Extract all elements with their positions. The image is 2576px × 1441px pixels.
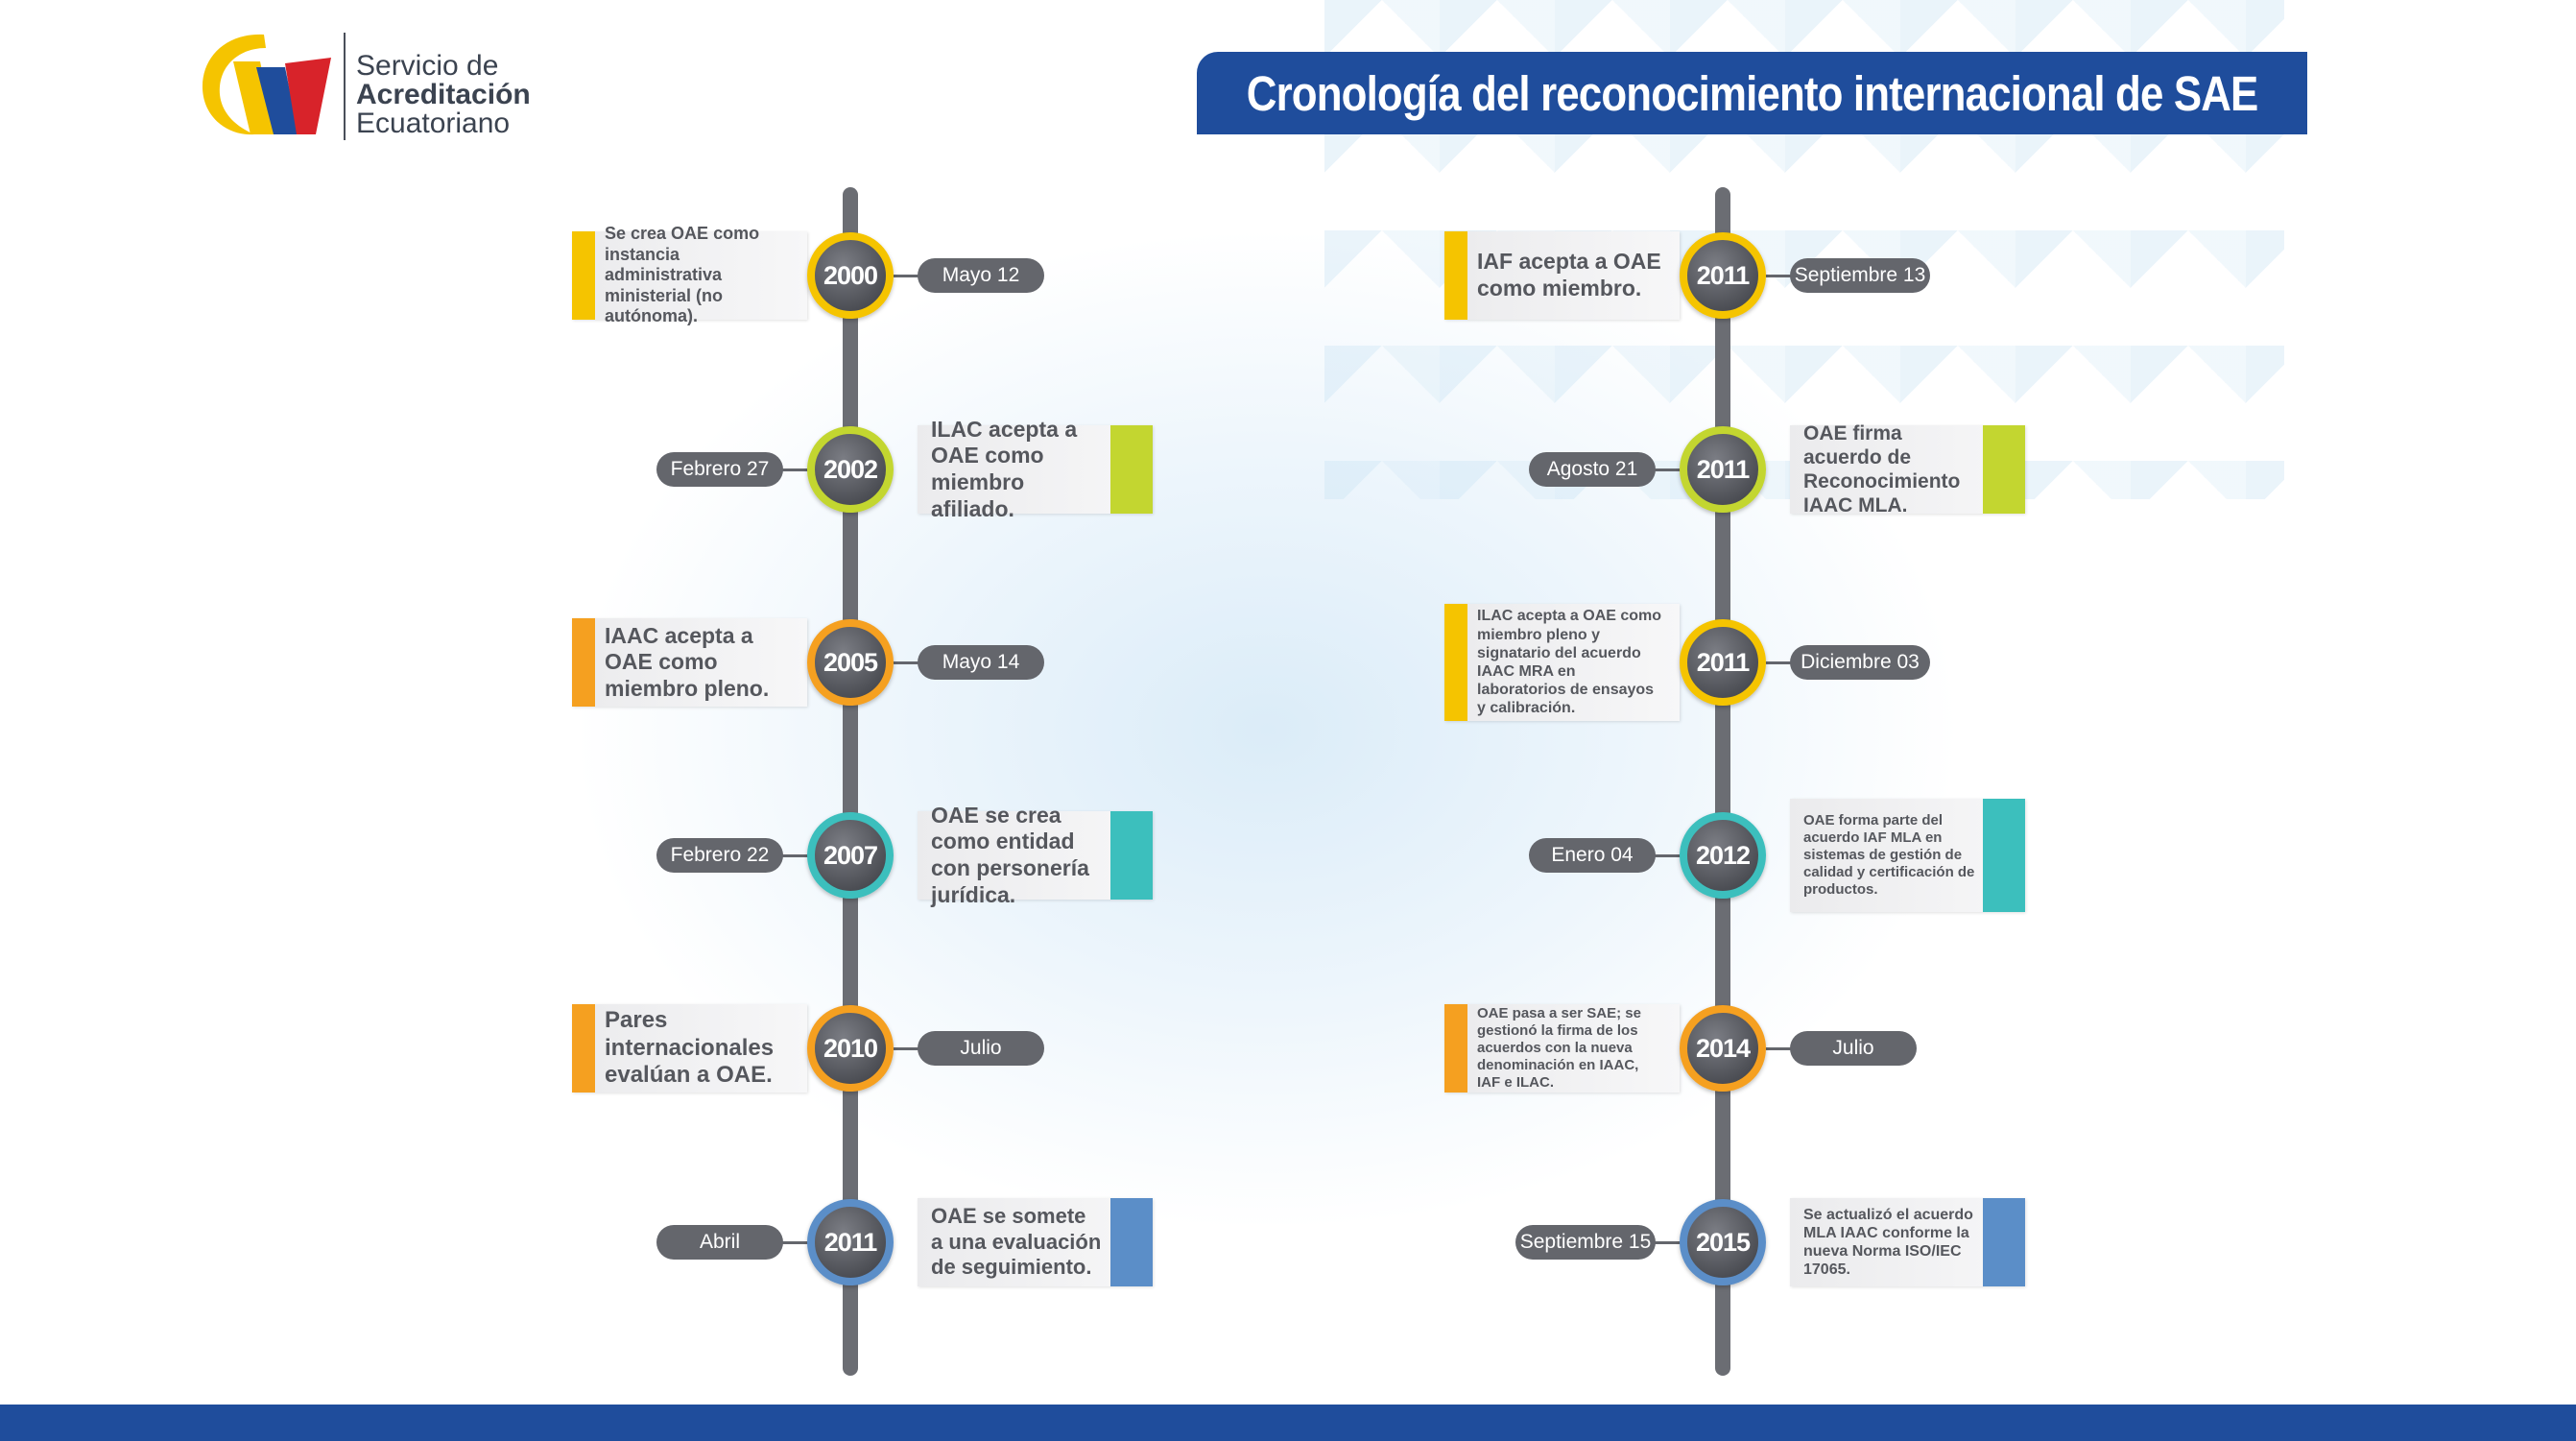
footer-bar bbox=[0, 1405, 2576, 1441]
date-label: Julio bbox=[1790, 1031, 1917, 1066]
date-label: Enero 04 bbox=[1529, 838, 1656, 873]
date-label: Febrero 27 bbox=[656, 452, 783, 487]
year-marker: 2010 bbox=[807, 1005, 894, 1092]
logo-line-3: Ecuatoriano bbox=[356, 108, 511, 139]
timeline-axis-right bbox=[1715, 187, 1730, 1376]
event-description: OAE firma acuerdo de Reconocimiento IAAC… bbox=[1803, 421, 1961, 517]
timeline-axis-left bbox=[843, 187, 858, 1376]
event-card: OAE pasa a ser SAE; se gestionó la firma… bbox=[1444, 1004, 1680, 1093]
event-description: OAE se crea como entidad con personería … bbox=[931, 802, 1089, 907]
event-color-tab bbox=[1444, 1004, 1467, 1093]
date-label: Septiembre 13 bbox=[1790, 258, 1930, 293]
date-connector bbox=[1766, 275, 1793, 277]
date-label: Agosto 21 bbox=[1529, 452, 1656, 487]
logo-line-2: Acreditación bbox=[356, 79, 531, 110]
date-connector bbox=[894, 275, 920, 277]
sae-logo-icon bbox=[202, 34, 331, 135]
event-description: Se crea OAE como instancia administrativ… bbox=[605, 224, 760, 326]
date-connector bbox=[1766, 661, 1793, 664]
logo-divider bbox=[344, 33, 346, 140]
event-card: OAE firma acuerdo de Reconocimiento IAAC… bbox=[1790, 421, 2025, 517]
year-marker: 2005 bbox=[807, 619, 894, 706]
date-label: Febrero 22 bbox=[656, 838, 783, 873]
event-description: ILAC acepta a OAE como miembro pleno y s… bbox=[1477, 608, 1662, 717]
event-color-tab bbox=[1444, 231, 1467, 320]
year-marker: 2011 bbox=[1680, 619, 1766, 706]
event-description: IAAC acepta a OAE como miembro pleno. bbox=[605, 622, 770, 701]
event-color-tab bbox=[572, 231, 595, 320]
page-title: Cronología del reconocimiento internacio… bbox=[1246, 65, 2259, 121]
date-connector bbox=[781, 854, 808, 857]
date-connector bbox=[781, 1241, 808, 1244]
date-connector bbox=[894, 1047, 920, 1050]
event-color-tab bbox=[1983, 1198, 2025, 1286]
date-label: Abril bbox=[656, 1225, 783, 1260]
event-color-tab bbox=[572, 618, 595, 707]
event-description: Se actualizó el acuerdo MLA IAAC conform… bbox=[1803, 1206, 1973, 1279]
date-label: Mayo 14 bbox=[918, 645, 1044, 680]
event-card: Pares internacionales evalúan a OAE. bbox=[572, 1004, 807, 1093]
sae-logo: Servicio de Acreditación Ecuatoriano bbox=[197, 29, 542, 144]
date-connector bbox=[1654, 854, 1681, 857]
event-card: IAF acepta a OAE como miembro. bbox=[1444, 231, 1680, 320]
event-description: OAE forma parte del acuerdo IAF MLA en s… bbox=[1803, 812, 1975, 898]
event-description: OAE pasa a ser SAE; se gestionó la firma… bbox=[1477, 1005, 1641, 1091]
logo-line-1: Servicio de bbox=[356, 50, 499, 82]
event-card: OAE se somete a una evaluación de seguim… bbox=[918, 1198, 1153, 1286]
event-color-tab bbox=[1444, 604, 1467, 721]
event-card: ILAC acepta a OAE como miembro afiliado. bbox=[918, 416, 1153, 521]
event-description: Pares internacionales evalúan a OAE. bbox=[605, 1006, 775, 1089]
date-label: Mayo 12 bbox=[918, 258, 1044, 293]
event-card: OAE se crea como entidad con personería … bbox=[918, 802, 1153, 907]
year-marker: 2012 bbox=[1680, 812, 1766, 899]
logo-wordmark: Servicio de Acreditación Ecuatoriano bbox=[356, 52, 531, 138]
year-marker: 2015 bbox=[1680, 1199, 1766, 1285]
event-card: Se crea OAE como instancia administrativ… bbox=[572, 224, 807, 326]
event-color-tab bbox=[572, 1004, 595, 1093]
event-card: Se actualizó el acuerdo MLA IAAC conform… bbox=[1790, 1198, 2025, 1286]
event-card: OAE forma parte del acuerdo IAF MLA en s… bbox=[1790, 799, 2025, 912]
event-description: ILAC acepta a OAE como miembro afiliado. bbox=[931, 416, 1078, 521]
event-color-tab bbox=[1983, 799, 2025, 912]
event-card: IAAC acepta a OAE como miembro pleno. bbox=[572, 618, 807, 707]
year-marker: 2011 bbox=[1680, 426, 1766, 513]
event-color-tab bbox=[1110, 425, 1153, 514]
year-marker: 2007 bbox=[807, 812, 894, 899]
year-marker: 2011 bbox=[807, 1199, 894, 1285]
date-connector bbox=[894, 661, 920, 664]
date-label: Diciembre 03 bbox=[1790, 645, 1930, 680]
title-banner: Cronología del reconocimiento internacio… bbox=[1197, 52, 2307, 134]
event-card: ILAC acepta a OAE como miembro pleno y s… bbox=[1444, 604, 1680, 721]
date-connector bbox=[1654, 1241, 1681, 1244]
date-connector bbox=[1654, 468, 1681, 471]
event-color-tab bbox=[1983, 425, 2025, 514]
event-description: IAF acepta a OAE como miembro. bbox=[1477, 249, 1661, 300]
date-label: Julio bbox=[918, 1031, 1044, 1066]
event-color-tab bbox=[1110, 811, 1153, 900]
date-connector bbox=[781, 468, 808, 471]
date-connector bbox=[1766, 1047, 1793, 1050]
event-description: OAE se somete a una evaluación de seguim… bbox=[931, 1204, 1102, 1280]
year-marker: 2000 bbox=[807, 232, 894, 319]
year-marker: 2014 bbox=[1680, 1005, 1766, 1092]
year-marker: 2002 bbox=[807, 426, 894, 513]
year-marker: 2011 bbox=[1680, 232, 1766, 319]
event-color-tab bbox=[1110, 1198, 1153, 1286]
date-label: Septiembre 15 bbox=[1515, 1225, 1656, 1260]
